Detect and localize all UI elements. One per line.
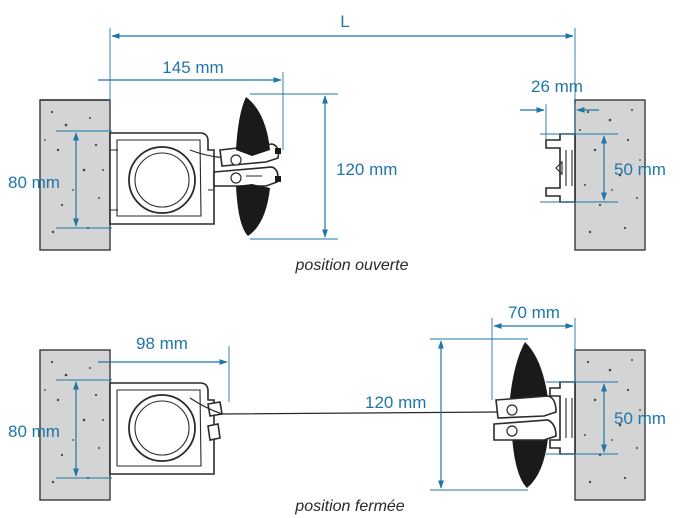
dim-blade-height-bottom: 120 mm bbox=[365, 393, 426, 412]
blade-upper-top bbox=[236, 97, 270, 156]
dim-housing-height-top: 80 mm bbox=[8, 173, 60, 192]
cassette-housing-bottom bbox=[109, 382, 223, 475]
dim-arm-reach-top: 145 mm bbox=[162, 58, 223, 77]
dim-housing-depth-bottom: 98 mm bbox=[136, 334, 188, 353]
roller-tube-top bbox=[128, 146, 196, 214]
blade-lower-top bbox=[236, 184, 270, 236]
dim-blade-height-top: 120 mm bbox=[336, 160, 397, 179]
blade-upper-bottom bbox=[510, 342, 548, 404]
dim-blade-reach-bottom: 70 mm bbox=[508, 303, 560, 322]
side-rail-bottom bbox=[549, 381, 576, 455]
dim-housing-height-bottom: 80 mm bbox=[8, 422, 60, 441]
dim-overall-length: L bbox=[340, 12, 349, 31]
blade-lower-bottom bbox=[512, 432, 548, 488]
dim-rail-height-bottom: 50 mm bbox=[614, 409, 666, 428]
roller-tube-bottom bbox=[128, 394, 196, 462]
blade-assembly-top bbox=[213, 97, 281, 236]
dim-rail-depth-top: 26 mm bbox=[531, 77, 583, 96]
blade-assembly-bottom bbox=[493, 342, 557, 488]
dim-rail-height-top: 50 mm bbox=[614, 160, 666, 179]
side-rail-top bbox=[545, 133, 576, 203]
cassette-housing-top bbox=[109, 132, 215, 225]
right-wall-bottom bbox=[574, 349, 646, 501]
caption-open: position ouverte bbox=[295, 257, 409, 274]
open-position-view: L 145 mm 120 mm 26 mm 50 mm 80 mm positi… bbox=[8, 12, 666, 274]
caption-closed: position fermée bbox=[294, 498, 404, 515]
closed-position-view: 98 mm 80 mm 120 mm 70 mm 50 mm position … bbox=[8, 303, 666, 515]
